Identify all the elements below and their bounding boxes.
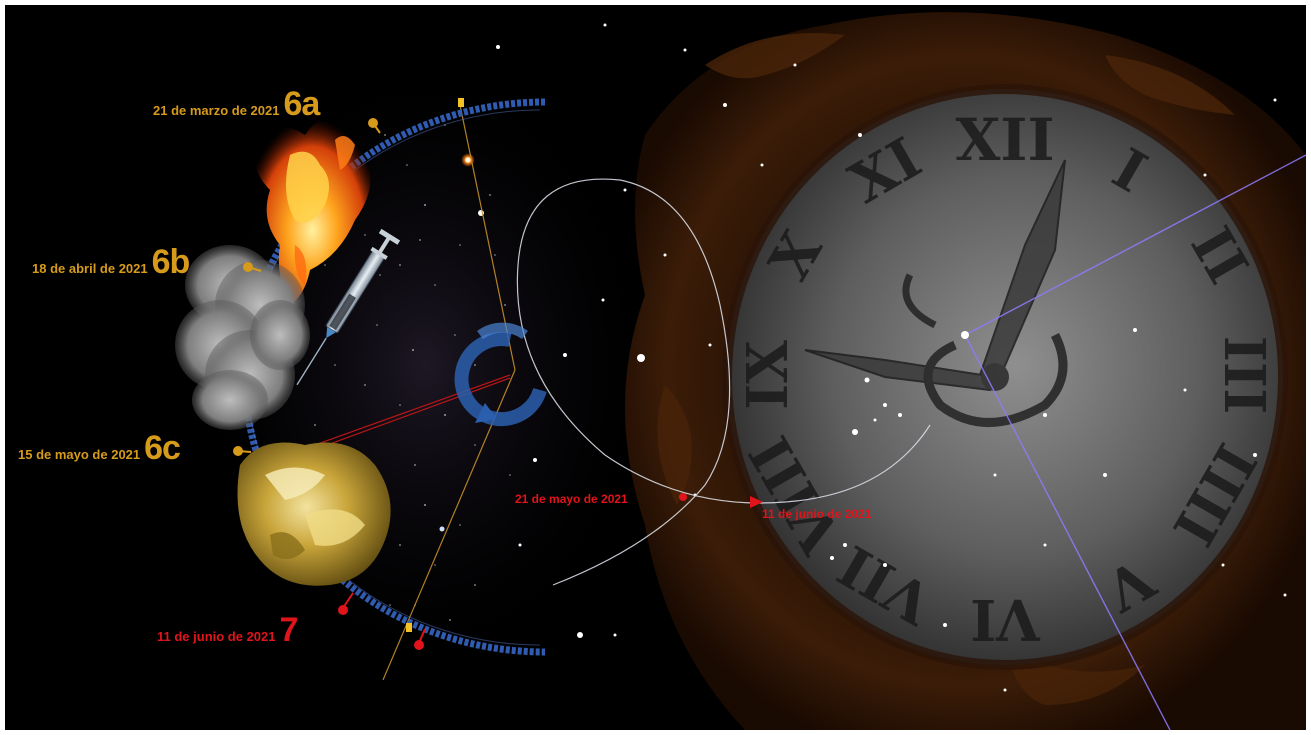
marker-6c-date: 15 de mayo de 2021	[18, 447, 141, 462]
marker-7: 11 de junio de 2021 7	[157, 611, 299, 649]
syringe-icon	[296, 228, 401, 386]
marker-6c-code: 6c	[144, 429, 181, 467]
orbit-arrow-jun11	[750, 496, 763, 508]
constellation-lines	[964, 154, 1306, 730]
numeral-iii: III	[1211, 336, 1277, 415]
orbit-label-jun11: 11 de junio de 2021	[762, 507, 872, 521]
starfield	[439, 23, 1287, 692]
smoke-cloud-icon	[175, 245, 310, 430]
marker-6a-date: 21 de marzo de 2021	[153, 103, 280, 118]
marker-6c: 15 de mayo de 2021 6c	[18, 429, 181, 467]
scene: XII I II III IIII V VI VII VIII IX X XI	[5, 5, 1306, 730]
gold-leaders	[233, 118, 381, 456]
red-pins	[338, 592, 426, 650]
orbit-label-may21: 21 de mayo de 2021	[515, 492, 628, 506]
numeral-xii: XII	[955, 106, 1054, 174]
artwork-frame: XII I II III IIII V VI VII VIII IX X XI	[5, 5, 1306, 730]
marker-7-code: 7	[279, 611, 299, 649]
fire-icon	[254, 118, 371, 305]
marker-6b: 18 de abril de 2021 6b	[32, 243, 191, 281]
numeral-vi: VI	[970, 586, 1041, 652]
rotate-arrow-icon	[454, 322, 547, 427]
clock-hands	[804, 159, 1068, 427]
marker-6b-date: 18 de abril de 2021	[32, 261, 148, 276]
marker-6b-code: 6b	[151, 243, 191, 281]
orbit-point-may21	[679, 493, 687, 501]
ring-highlights	[406, 98, 464, 632]
marker-6a: 21 de marzo de 2021 6a	[153, 85, 320, 123]
constellation-star	[961, 331, 969, 339]
marker-6a-code: 6a	[283, 85, 320, 123]
numeral-ix: IX	[735, 340, 801, 410]
rock-icon	[237, 442, 391, 586]
marker-7-date: 11 de junio de 2021	[157, 629, 276, 644]
